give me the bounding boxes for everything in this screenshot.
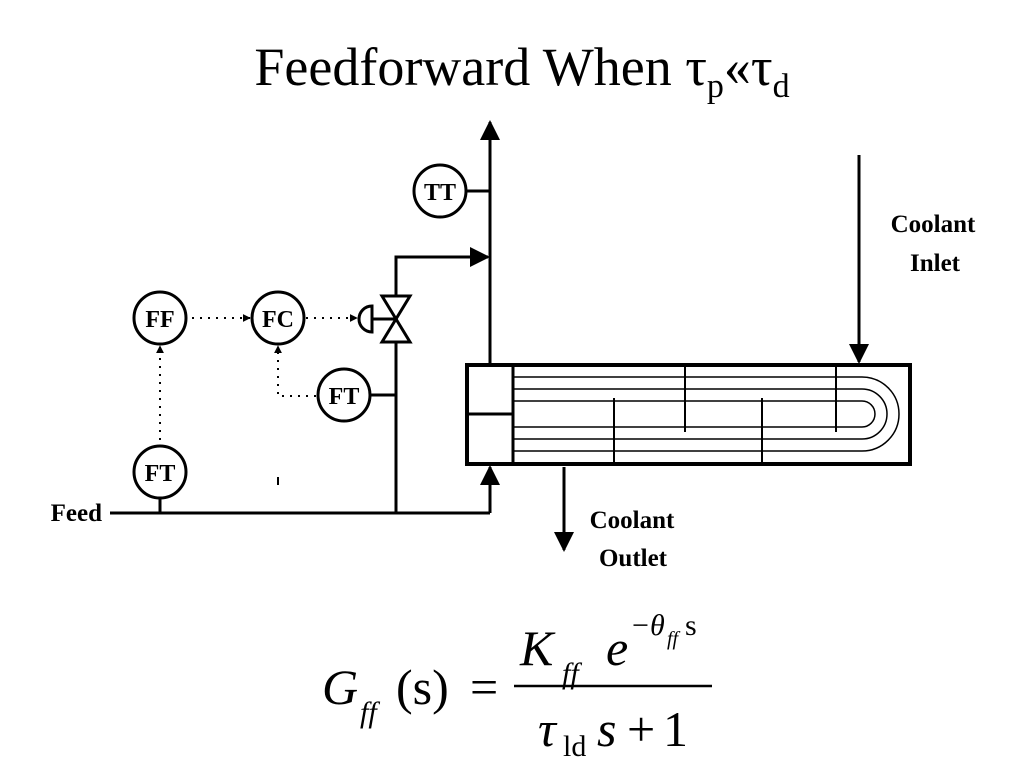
ff-label: FF <box>145 307 174 333</box>
fc-instrument: FC <box>250 290 306 346</box>
eq-den-one: 1 <box>663 701 688 757</box>
coolant-outlet-label-1: Coolant <box>590 507 675 534</box>
feed-label: Feed <box>51 500 102 527</box>
eq-lhs-sub: ff <box>360 696 380 729</box>
eq-num-k-sub: ff <box>562 657 582 690</box>
title-main: Feedforward When τ <box>254 37 707 97</box>
eq-exp-sub: ff <box>667 628 681 650</box>
title-sub-d: d <box>772 67 790 105</box>
ft-upper-label: FT <box>329 384 360 410</box>
coolant-outlet-label-2: Outlet <box>599 545 668 572</box>
eq-exp-theta: θ <box>650 609 665 642</box>
eq-exp-s: s <box>685 609 697 642</box>
eq-den-tau: τ <box>538 701 558 757</box>
coolant-inlet-label-2: Inlet <box>910 250 961 277</box>
eq-den-plus: + <box>627 701 655 757</box>
eq-num-e: e <box>606 620 628 676</box>
ff-instrument: FF <box>132 290 188 346</box>
ft-lower-instrument: FT <box>132 444 188 500</box>
tt-instrument: TT <box>412 163 468 219</box>
signal-ft-to-fc <box>274 345 316 397</box>
eq-num-k: K <box>519 620 556 676</box>
eq-den-s: s <box>597 701 616 757</box>
eq-den-sub: ld <box>563 730 586 763</box>
ft-lower-label: FT <box>145 461 176 487</box>
control-valve <box>357 294 413 344</box>
fc-label: FC <box>262 307 294 333</box>
coolant-inlet-label-1: Coolant <box>891 211 976 238</box>
eq-exp-minus: − <box>632 609 649 642</box>
eq-equals: = <box>470 659 498 715</box>
heat-exchanger <box>465 363 912 466</box>
eq-lhs-g: G <box>322 659 358 715</box>
title-sub-p: p <box>706 67 724 105</box>
ft-upper-instrument: FT <box>316 367 372 423</box>
tt-label: TT <box>424 180 456 206</box>
transfer-function-equation: G ff (s) = K ff e − θ ff s τ ld s + 1 <box>322 609 712 763</box>
title-middle: «τ <box>723 37 773 97</box>
page-title: Feedforward When τp«τd <box>0 36 1024 106</box>
valve-outlet-pipe <box>394 247 490 296</box>
eq-lhs-args: (s) <box>396 659 449 715</box>
